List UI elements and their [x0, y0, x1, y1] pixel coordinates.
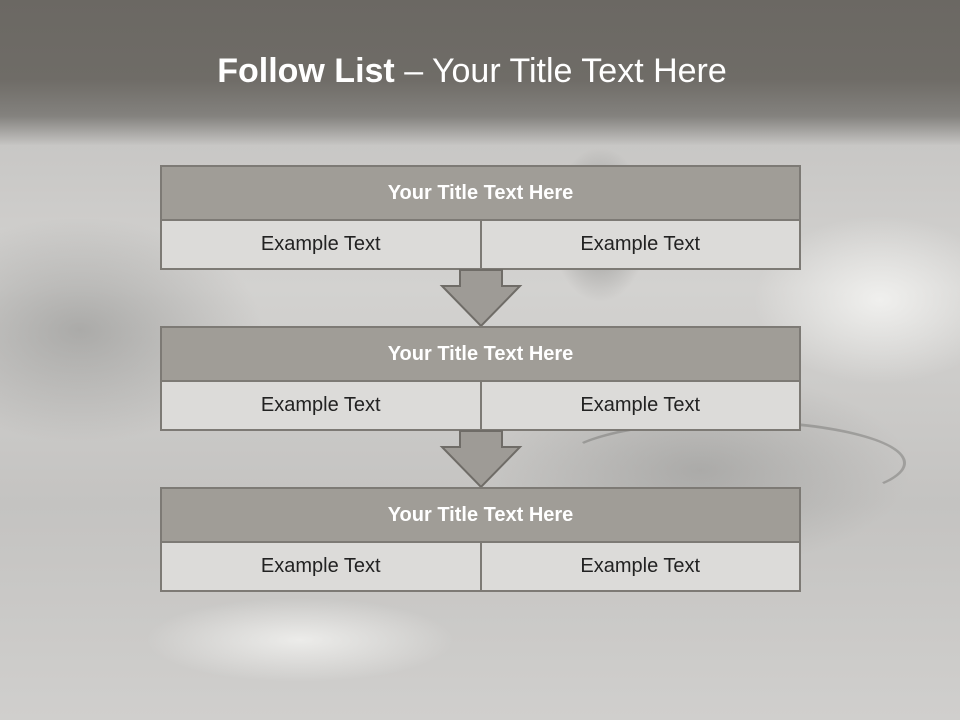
block-title: Your Title Text Here — [160, 326, 801, 382]
slide-title-bold: Follow List — [217, 52, 395, 90]
down-arrow-icon — [439, 269, 523, 328]
block-row: Example Text Example Text — [160, 382, 801, 431]
block-cell-left: Example Text — [160, 221, 482, 270]
slide-title: Follow List – Your Title Text Here — [0, 52, 944, 91]
list-block-1: Your Title Text Here Example Text Exampl… — [160, 165, 801, 270]
slide-title-rest: – Your Title Text Here — [394, 52, 727, 90]
block-cell-left: Example Text — [160, 543, 482, 592]
block-cell-right: Example Text — [481, 543, 801, 592]
down-arrow-icon — [439, 430, 523, 489]
list-block-2: Your Title Text Here Example Text Exampl… — [160, 326, 801, 431]
block-cell-right: Example Text — [481, 382, 801, 431]
block-row: Example Text Example Text — [160, 221, 801, 270]
block-title: Your Title Text Here — [160, 487, 801, 543]
list-block-3: Your Title Text Here Example Text Exampl… — [160, 487, 801, 592]
block-title: Your Title Text Here — [160, 165, 801, 221]
block-cell-right: Example Text — [481, 221, 801, 270]
block-cell-left: Example Text — [160, 382, 482, 431]
block-row: Example Text Example Text — [160, 543, 801, 592]
header-bar — [0, 0, 960, 145]
